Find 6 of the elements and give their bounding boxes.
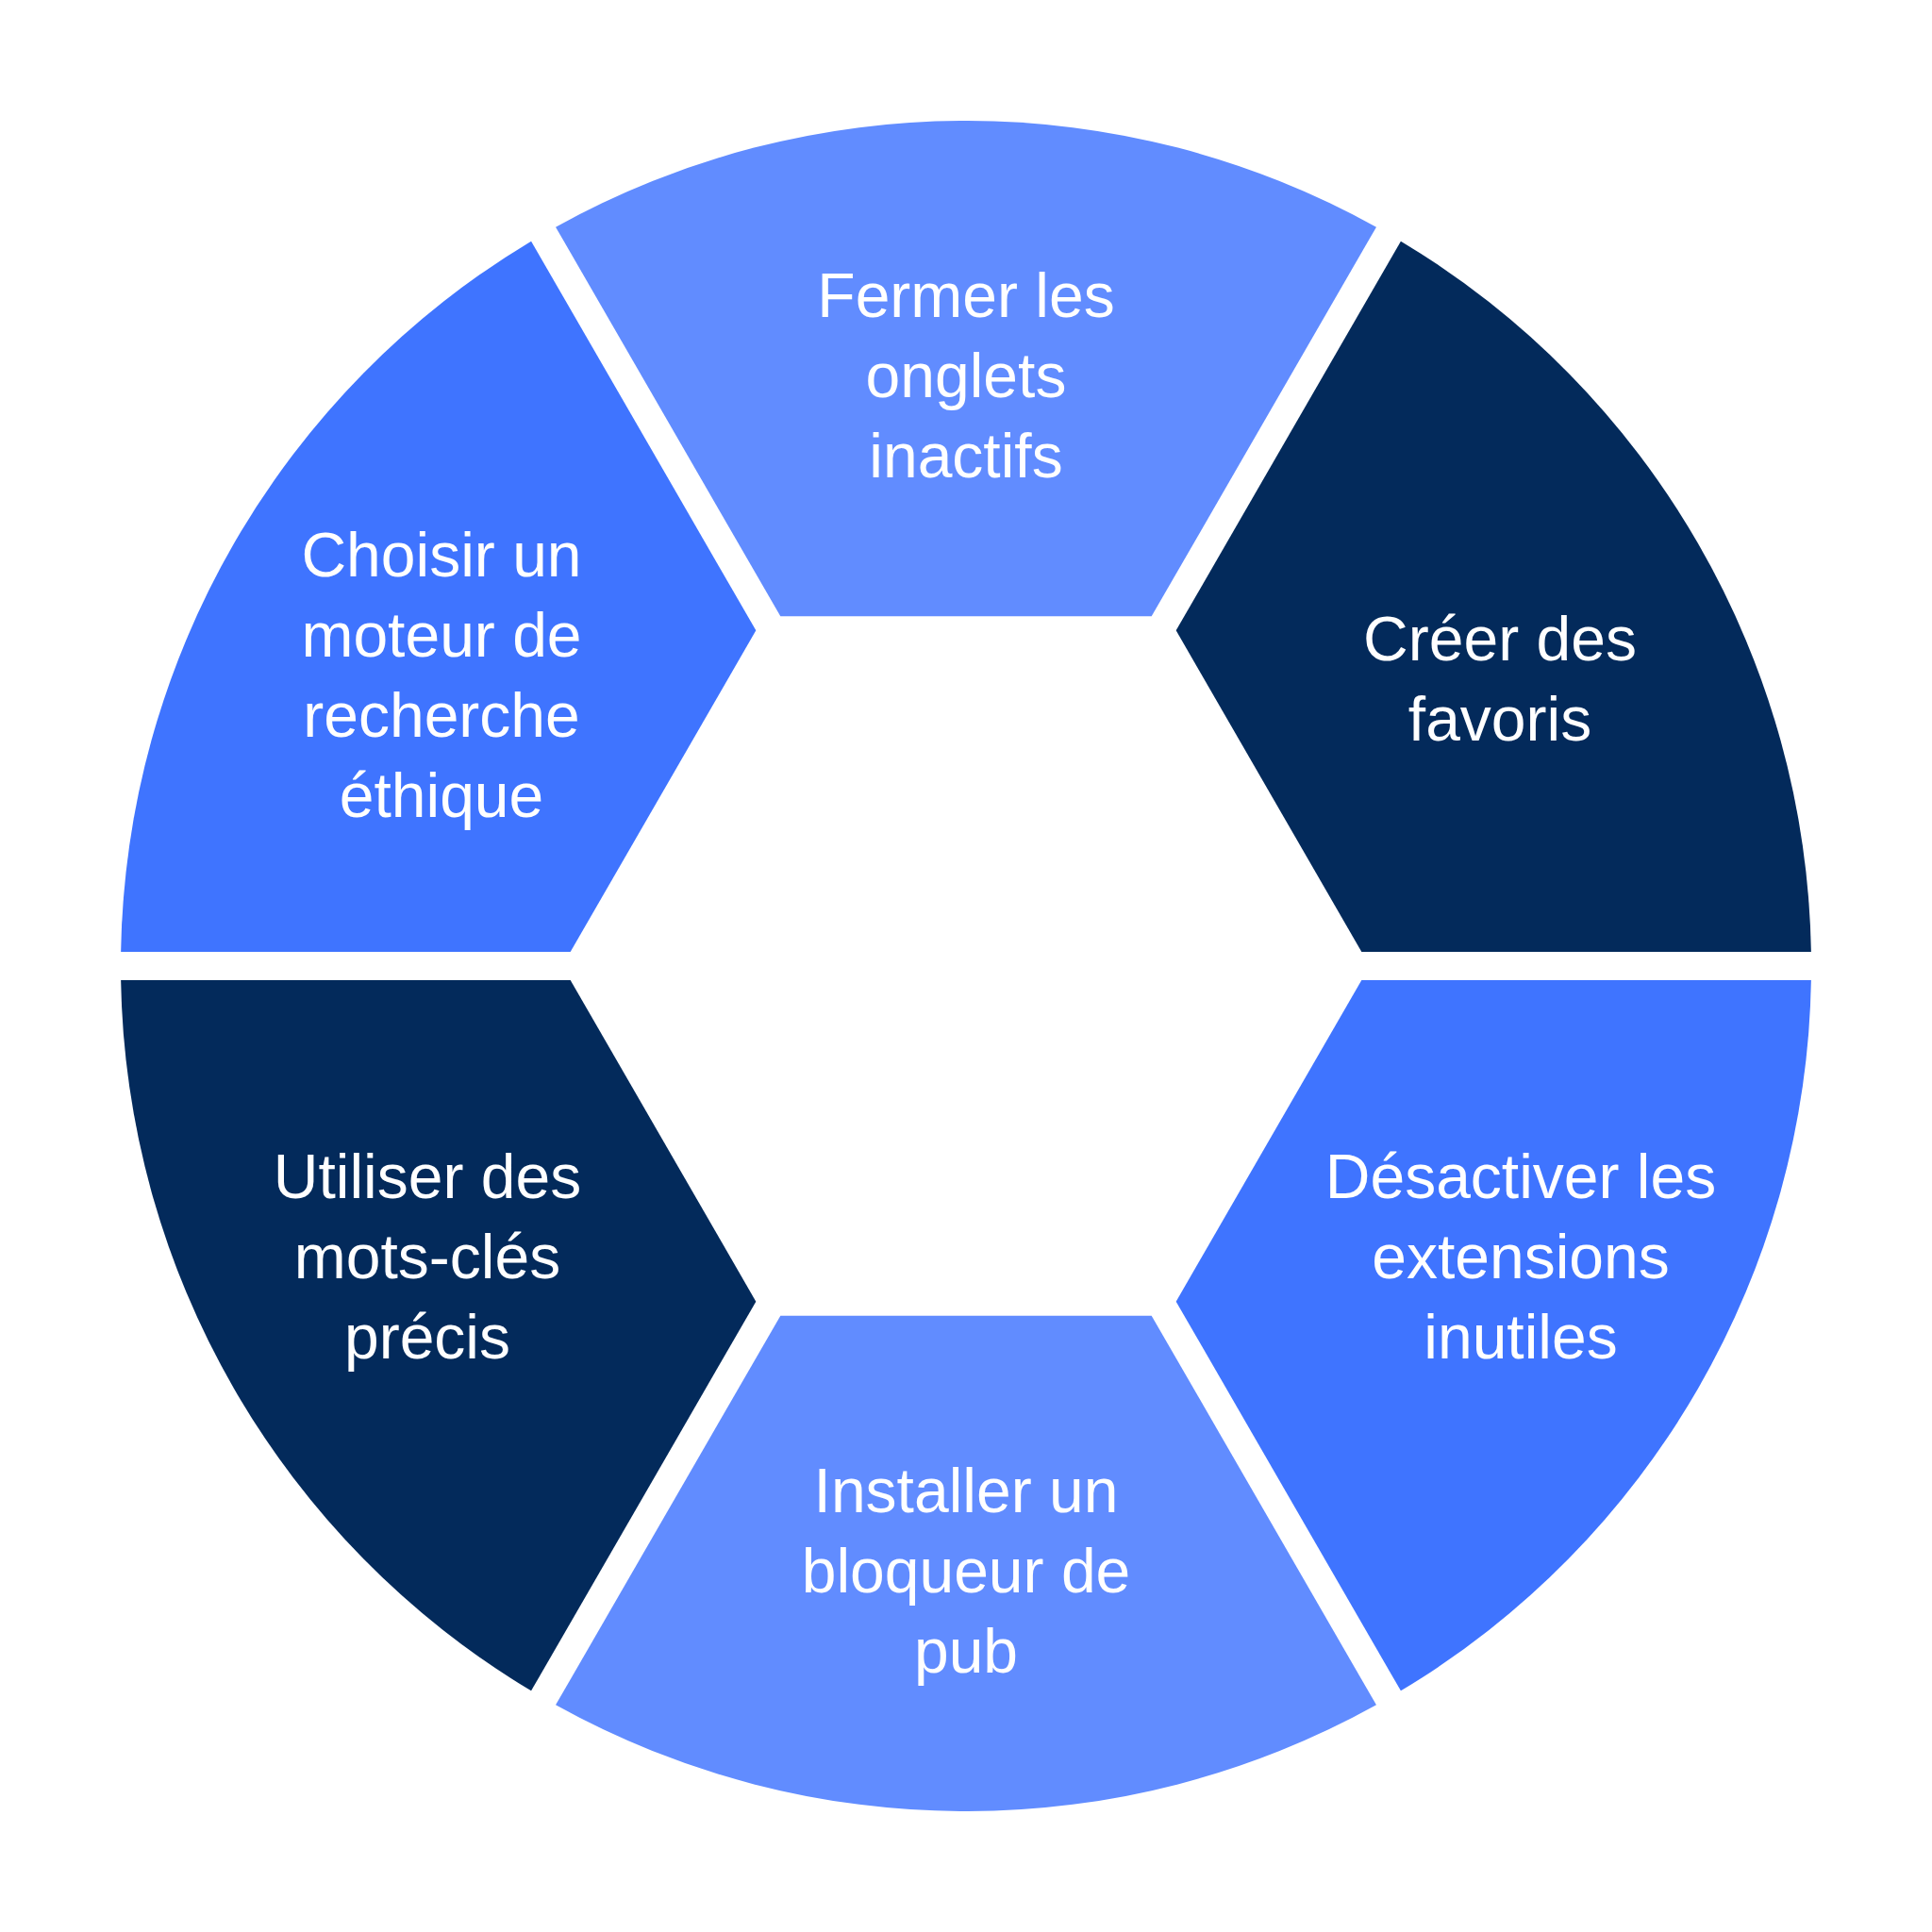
segment-label: Désactiver les extensions inutiles [1324, 1140, 1718, 1374]
segment-label: Fermer les onglets inactifs [816, 258, 1116, 492]
segment-label: Utiliser des mots-clés précis [272, 1140, 583, 1374]
segment-label: Choisir un moteur de recherche éthique [300, 519, 583, 832]
segment-label: Installer un bloqueur de pub [800, 1454, 1132, 1688]
segment-label: Créer des favoris [1362, 603, 1638, 756]
